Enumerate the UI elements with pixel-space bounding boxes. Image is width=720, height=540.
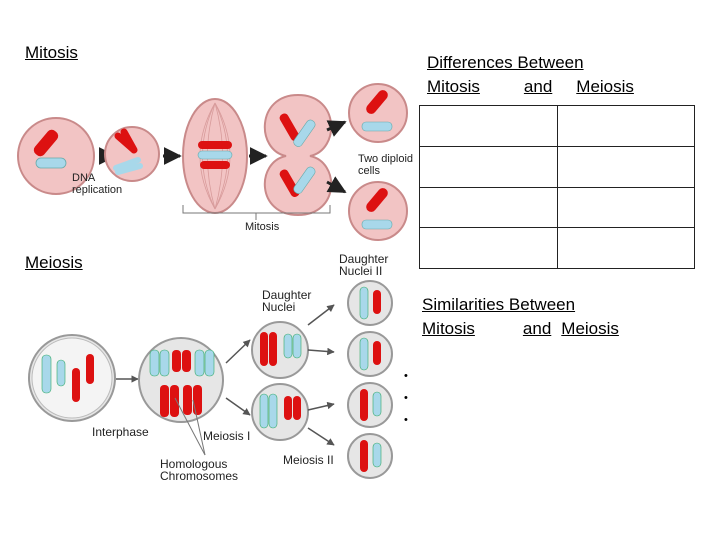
- similarities-heading-line1: Similarities Between: [422, 295, 576, 314]
- daughter-nucleus-ii: [347, 280, 393, 326]
- arrow-icon: [225, 339, 251, 364]
- differences-cell-mitosis[interactable]: [419, 227, 558, 269]
- daughter-nucleus: [251, 383, 309, 441]
- similarities-heading-mitosis: Mitosis: [422, 319, 475, 338]
- daughter-nuclei-line1: Daughter: [262, 288, 312, 302]
- daughter-nucleus: [251, 321, 309, 379]
- differences-cell-meiosis[interactable]: [556, 227, 695, 269]
- similarities-heading-meiosis: Meiosis: [561, 319, 619, 338]
- arrow-icon: [307, 347, 335, 356]
- daughter-nucleus-ii: [347, 433, 393, 479]
- two-diploid-cells-label: Two diploid cells: [358, 153, 413, 177]
- metaphase-cell: [182, 98, 248, 214]
- differences-heading: Differences Between Mitosis and Meiosis: [427, 51, 634, 99]
- arrow-icon: [326, 176, 347, 194]
- differences-row: [419, 227, 695, 269]
- differences-table: [419, 105, 695, 269]
- differences-row: [419, 105, 695, 147]
- differences-cell-meiosis[interactable]: [556, 145, 695, 188]
- interphase-label: Interphase: [92, 425, 149, 439]
- differences-heading-and: and: [523, 77, 553, 96]
- meiosis-i-label: Meiosis I: [203, 429, 251, 443]
- differences-heading-line1: Differences Between: [427, 53, 584, 72]
- differences-row: [419, 145, 695, 188]
- meiosis-ii-label: Meiosis II: [283, 453, 334, 467]
- daughter-nuclei-line2: Nuclei: [262, 300, 296, 314]
- arrow-icon: [225, 397, 251, 416]
- homologous-line1: Homologous: [160, 457, 228, 471]
- homologous-line2: Chromosomes: [160, 469, 239, 483]
- similarities-heading: Similarities Between Mitosis and Meiosis: [422, 293, 619, 341]
- differences-cell-mitosis[interactable]: [419, 145, 558, 188]
- dna-label-line2: replication: [72, 184, 123, 196]
- arrow-icon: [307, 304, 335, 326]
- two-diploid-line2: cells: [358, 165, 381, 177]
- similarities-heading-and: and: [522, 319, 552, 338]
- interphase-cell: [28, 334, 116, 422]
- meiosis-diagram: [28, 280, 393, 479]
- daughter-cell: [348, 181, 408, 241]
- mitosis-bracket-label: Mitosis: [245, 221, 280, 233]
- dna-label-line1: DNA: [72, 172, 96, 184]
- mitosis-title: Mitosis: [25, 43, 78, 62]
- arrow-icon: [326, 120, 347, 137]
- bracket-icon: [182, 205, 331, 220]
- replicated-cell: [104, 126, 160, 182]
- homologous-chromosomes-label: Homologous Chromosomes: [160, 458, 238, 482]
- daughter-nucleus-ii: [347, 382, 393, 428]
- meiosis-title: Meiosis: [25, 253, 83, 272]
- daughter-nuclei-label: Daughter Nuclei: [262, 289, 311, 313]
- dna-replication-label: DNA replication: [72, 172, 122, 196]
- differences-cell-mitosis[interactable]: [419, 105, 558, 147]
- pointer-line: [174, 397, 206, 456]
- differences-cell-mitosis[interactable]: [419, 186, 558, 229]
- daughter-nuclei-ii-label: Daughter Nuclei II: [339, 253, 388, 277]
- daughter-nuclei-ii-line1: Daughter: [339, 252, 389, 266]
- pointer-line: [192, 399, 206, 456]
- differences-heading-mitosis: Mitosis: [427, 77, 480, 96]
- arrow-icon: [307, 401, 335, 411]
- anaphase-cell: [263, 93, 333, 217]
- daughter-nuclei-ii-line2: Nuclei II: [339, 264, 383, 278]
- two-diploid-line1: Two diploid: [358, 153, 414, 165]
- meiosis-i-cell: [138, 337, 224, 423]
- mitosis-diagram: [17, 83, 408, 241]
- daughter-cell: [348, 83, 408, 143]
- arrow-icon: [307, 427, 335, 446]
- differences-row: [419, 186, 695, 229]
- daughter-nucleus-ii: [347, 331, 393, 377]
- differences-cell-meiosis[interactable]: [556, 105, 695, 147]
- differences-heading-meiosis: Meiosis: [576, 77, 634, 96]
- parent-cell: [17, 117, 95, 195]
